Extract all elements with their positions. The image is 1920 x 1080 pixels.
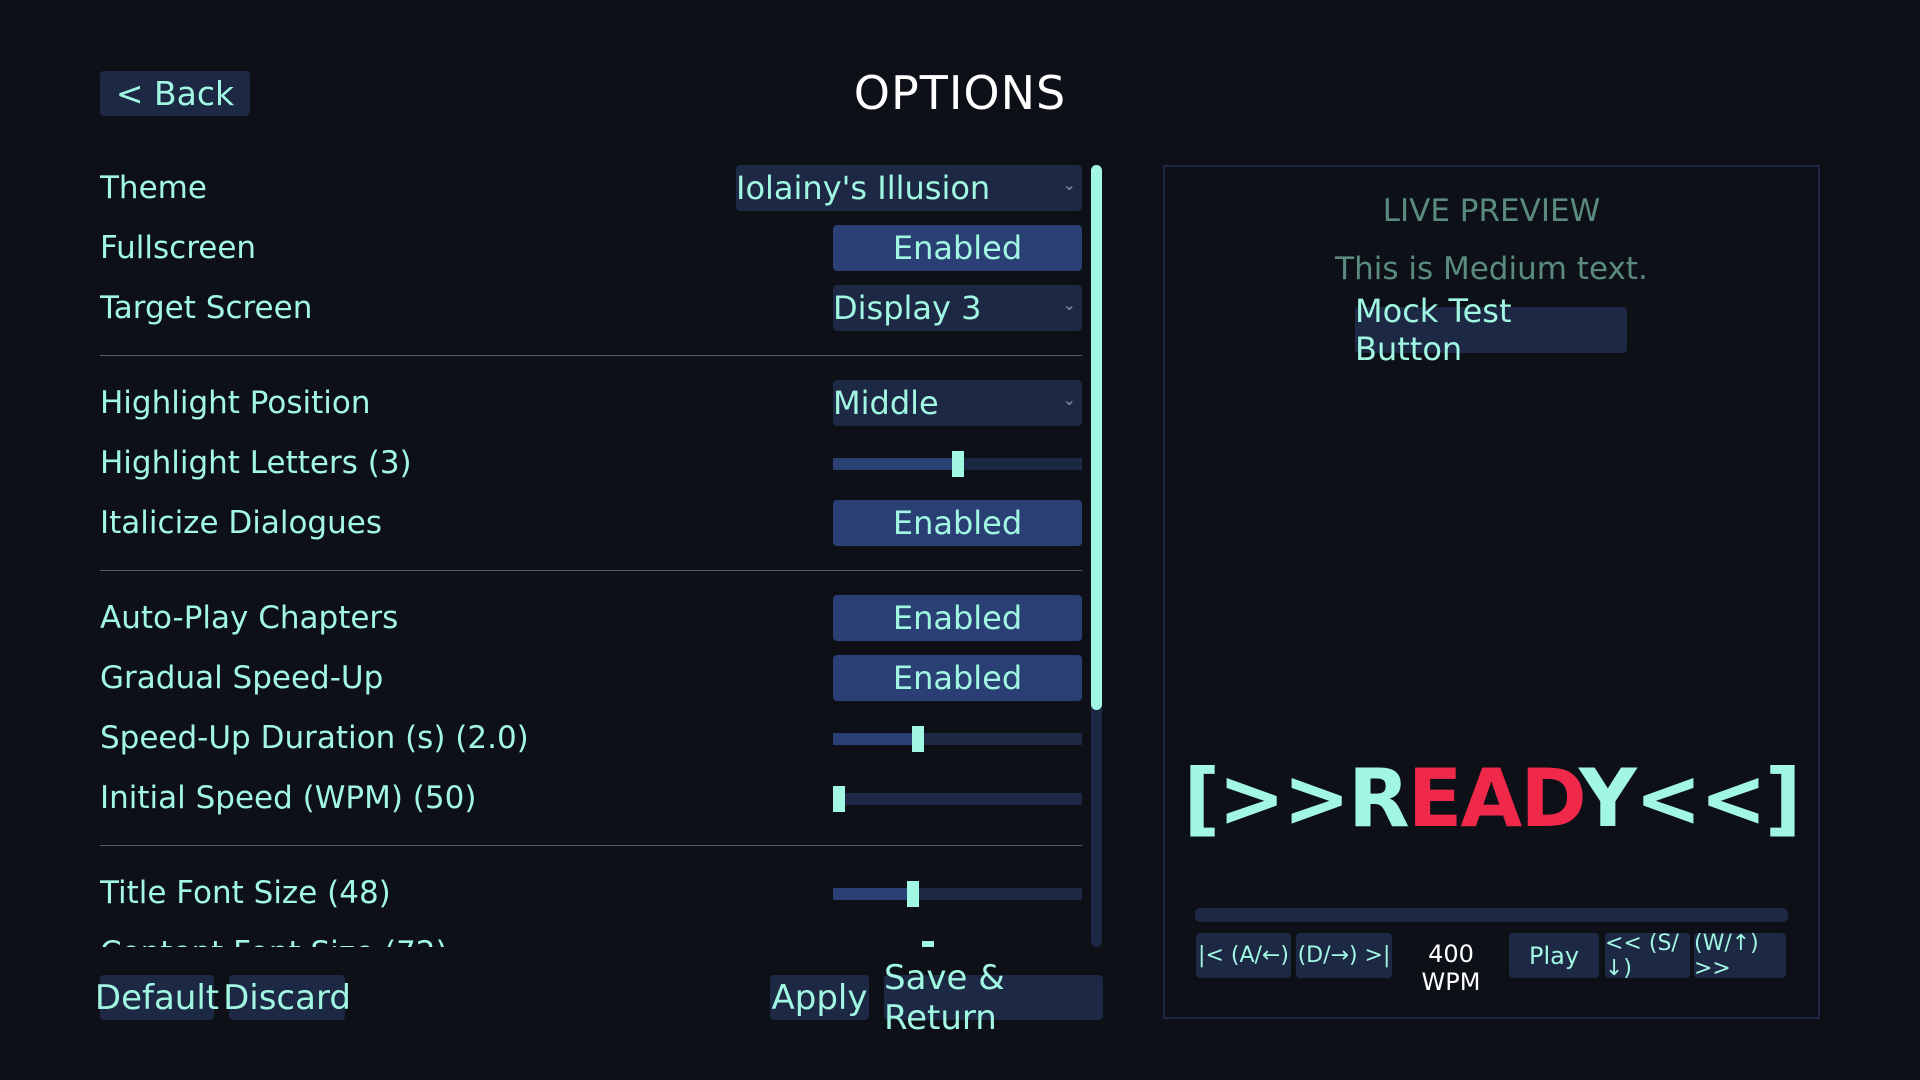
setting-label: Auto-Play Chapters (100, 600, 399, 636)
setting-label: Theme (100, 170, 207, 206)
wpm-readout: 400 WPM (1421, 940, 1481, 996)
setting-label: Highlight Letters (3) (100, 445, 412, 481)
setting-highlight-letters: Highlight Letters (3) (100, 440, 1085, 486)
setting-label: Italicize Dialogues (100, 505, 382, 541)
preview-medium-text: This is Medium text. (1335, 251, 1648, 287)
setting-title-font: Title Font Size (48) (100, 870, 1085, 916)
target-screen-dropdown[interactable]: Display 3 ⌄ (833, 285, 1082, 331)
setting-autoplay: Auto-Play Chapters Enabled (100, 595, 1085, 641)
gradual-speedup-toggle[interactable]: Enabled (833, 655, 1082, 701)
setting-theme: Theme Iolainy's Illusion ⌄ (100, 165, 1085, 211)
faster-button[interactable]: (W/↑) >> (1694, 931, 1786, 981)
divider (100, 845, 1082, 846)
scrollbar-thumb[interactable] (1091, 165, 1102, 710)
ready-suffix: Y<<] (1578, 752, 1802, 845)
setting-label: Target Screen (100, 290, 313, 326)
slider-handle[interactable] (833, 786, 846, 812)
setting-gradual: Gradual Speed-Up Enabled (100, 655, 1085, 701)
setting-label: Fullscreen (100, 230, 257, 266)
setting-fullscreen: Fullscreen Enabled (100, 225, 1085, 271)
chevron-down-icon: ⌄ (1062, 295, 1076, 314)
title-font-slider[interactable] (833, 870, 1082, 916)
theme-dropdown[interactable]: Iolainy's Illusion ⌄ (736, 165, 1082, 211)
dropdown-value: Display 3 (833, 289, 982, 327)
setting-label: Content Font Size (72) (100, 935, 448, 947)
dropdown-value: Iolainy's Illusion (736, 169, 991, 207)
setting-highlight-position: Highlight Position Middle ⌄ (100, 380, 1085, 426)
setting-label: Title Font Size (48) (100, 875, 391, 911)
page-title: OPTIONS (853, 66, 1067, 120)
initial-speed-slider[interactable] (833, 775, 1082, 821)
setting-label: Highlight Position (100, 385, 371, 421)
setting-speedup-duration: Speed-Up Duration (s) (2.0) (100, 715, 1085, 761)
default-button[interactable]: Default (95, 975, 219, 1020)
setting-target-screen: Target Screen Display 3 ⌄ (100, 285, 1085, 331)
next-button[interactable]: (D/→) >| (1296, 933, 1392, 978)
back-button[interactable]: < Back (100, 71, 250, 116)
ready-highlight: EAD (1407, 752, 1581, 845)
highlight-letters-slider[interactable] (833, 440, 1082, 486)
slider-handle[interactable] (911, 726, 924, 752)
prev-button[interactable]: |< (A/←) (1196, 933, 1291, 978)
settings-list: Theme Iolainy's Illusion ⌄ Fullscreen Ena… (100, 165, 1085, 947)
highlight-position-dropdown[interactable]: Middle ⌄ (833, 380, 1082, 426)
dropdown-value: Middle (833, 384, 939, 422)
ready-word: [>>READY<<] (1165, 752, 1818, 845)
divider (100, 570, 1082, 571)
chevron-down-icon: ⌄ (1062, 390, 1076, 409)
play-button[interactable]: Play (1509, 933, 1599, 978)
slider-handle[interactable] (951, 451, 964, 477)
save-return-button[interactable]: Save & Return (884, 958, 1103, 1038)
progress-bar[interactable] (1195, 908, 1788, 922)
setting-content-font: Content Font Size (72) (100, 930, 1085, 947)
setting-label: Initial Speed (WPM) (50) (100, 780, 477, 816)
content-font-slider[interactable] (833, 930, 1082, 947)
discard-button[interactable]: Discard (223, 975, 351, 1020)
setting-italicize: Italicize Dialogues Enabled (100, 500, 1085, 546)
mock-test-button[interactable]: Mock Test Button (1355, 292, 1627, 368)
divider (100, 355, 1082, 356)
italicize-toggle[interactable]: Enabled (833, 500, 1082, 546)
ready-prefix: [>>R (1183, 752, 1410, 845)
live-preview-panel: LIVE PREVIEW This is Medium text. Mock T… (1163, 165, 1820, 1019)
autoplay-toggle[interactable]: Enabled (833, 595, 1082, 641)
setting-label: Gradual Speed-Up (100, 660, 384, 696)
preview-heading: LIVE PREVIEW (1382, 193, 1601, 229)
chevron-down-icon: ⌄ (1062, 175, 1076, 194)
slower-button[interactable]: << (S/↓) (1605, 931, 1690, 981)
setting-initial-speed: Initial Speed (WPM) (50) (100, 775, 1085, 821)
slider-handle[interactable] (906, 881, 919, 907)
apply-button[interactable]: Apply (770, 975, 869, 1020)
speedup-duration-slider[interactable] (833, 715, 1082, 761)
slider-handle[interactable] (921, 941, 934, 947)
setting-label: Speed-Up Duration (s) (2.0) (100, 720, 529, 756)
fullscreen-toggle[interactable]: Enabled (833, 225, 1082, 271)
